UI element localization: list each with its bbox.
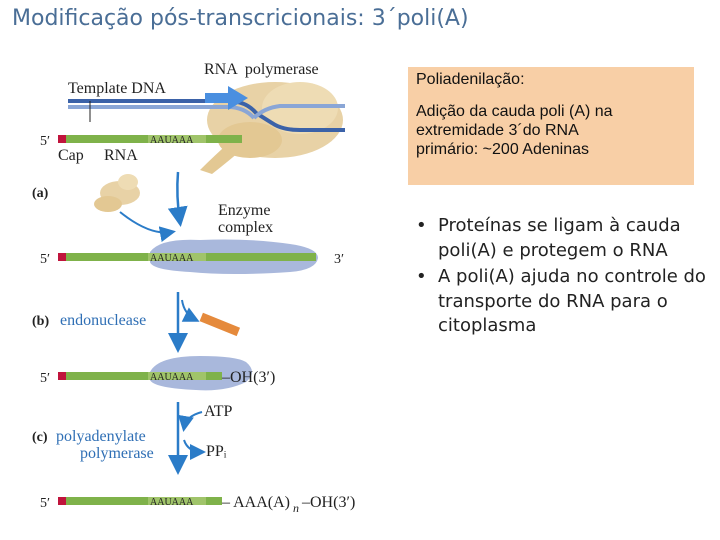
label-5prime-row4: 5′	[40, 496, 50, 511]
label-oh3-row4: –OH(3′)	[301, 494, 355, 511]
label-step-c: (c)	[32, 430, 48, 445]
label-aauaaa-row2: AAUAAA	[150, 253, 194, 264]
label-aauaaa-top: AAUAAA	[150, 135, 194, 146]
label-3prime-row2: 3′	[334, 252, 344, 267]
cleaved-fragment	[199, 312, 241, 337]
label-5prime-row2: 5′	[40, 252, 50, 267]
label-atp: ATP	[204, 403, 233, 420]
rna-bar-top	[58, 135, 242, 143]
label-polymerase: polymerase	[80, 445, 154, 462]
label-polyadenylate: polyadenylate	[56, 428, 146, 445]
rna-bar-row3	[58, 372, 222, 380]
label-aauaaa-row4: AAUAAA	[150, 497, 194, 508]
slide-title: Modificação pós-transcricionais: 3´poli(…	[12, 6, 469, 31]
polyadenylation-info-box: Poliadenilação: Adição da cauda poli (A)…	[408, 67, 694, 185]
label-endonuclease: endonuclease	[60, 312, 146, 329]
arrow-ppi-out	[183, 439, 206, 460]
label-cap: Cap	[58, 147, 84, 164]
label-ppi: PPᵢ	[206, 443, 227, 460]
transcription-direction-arrow	[205, 86, 248, 110]
label-step-b: (b)	[32, 314, 49, 329]
label-enzyme: Enzyme	[218, 202, 270, 219]
label-aauaaa-row3: AAUAAA	[150, 372, 194, 383]
bullet-item: A poli(A) ajuda no controle do transport…	[412, 265, 712, 339]
rna-bar-row4	[58, 497, 222, 505]
arrow-fragment-release	[181, 299, 200, 322]
enzyme-complex-free	[94, 174, 140, 212]
label-complex: complex	[218, 219, 273, 236]
arrow-atp-in	[178, 411, 203, 432]
info-box-line-2: extremidade 3´do RNA	[416, 122, 579, 139]
rna-bar-row2	[58, 253, 316, 261]
label-oh3-row3: –OH(3′)	[221, 369, 275, 386]
label-rna: RNA	[104, 147, 138, 164]
info-box-line-3: primário: ~200 Adeninas	[416, 141, 589, 158]
label-template-dna: Template DNA	[68, 80, 166, 97]
info-box-line-1: Adição da cauda poli (A) na	[416, 103, 613, 120]
arrow-step-a	[167, 171, 188, 227]
bullet-item: Proteínas se ligam à cauda poli(A) e pro…	[412, 214, 712, 263]
arrow-complex-join	[119, 211, 176, 243]
label-step-a: (a)	[32, 186, 49, 201]
label-5prime-top: 5′	[40, 134, 50, 149]
label-rna-polymerase: RNA polymerase	[204, 61, 319, 78]
label-5prime-row3: 5′	[40, 371, 50, 386]
polyadenylation-diagram: Template DNA RNA polymerase 5′ AAUAAA Ca…	[32, 61, 355, 515]
bullet-list: Proteínas se ligam à cauda poli(A) e pro…	[412, 214, 712, 341]
label-poly-a-tail: – AAA(A)	[221, 494, 290, 511]
label-poly-a-n: n	[293, 501, 299, 515]
info-box-heading: Poliadenilação:	[416, 71, 525, 88]
